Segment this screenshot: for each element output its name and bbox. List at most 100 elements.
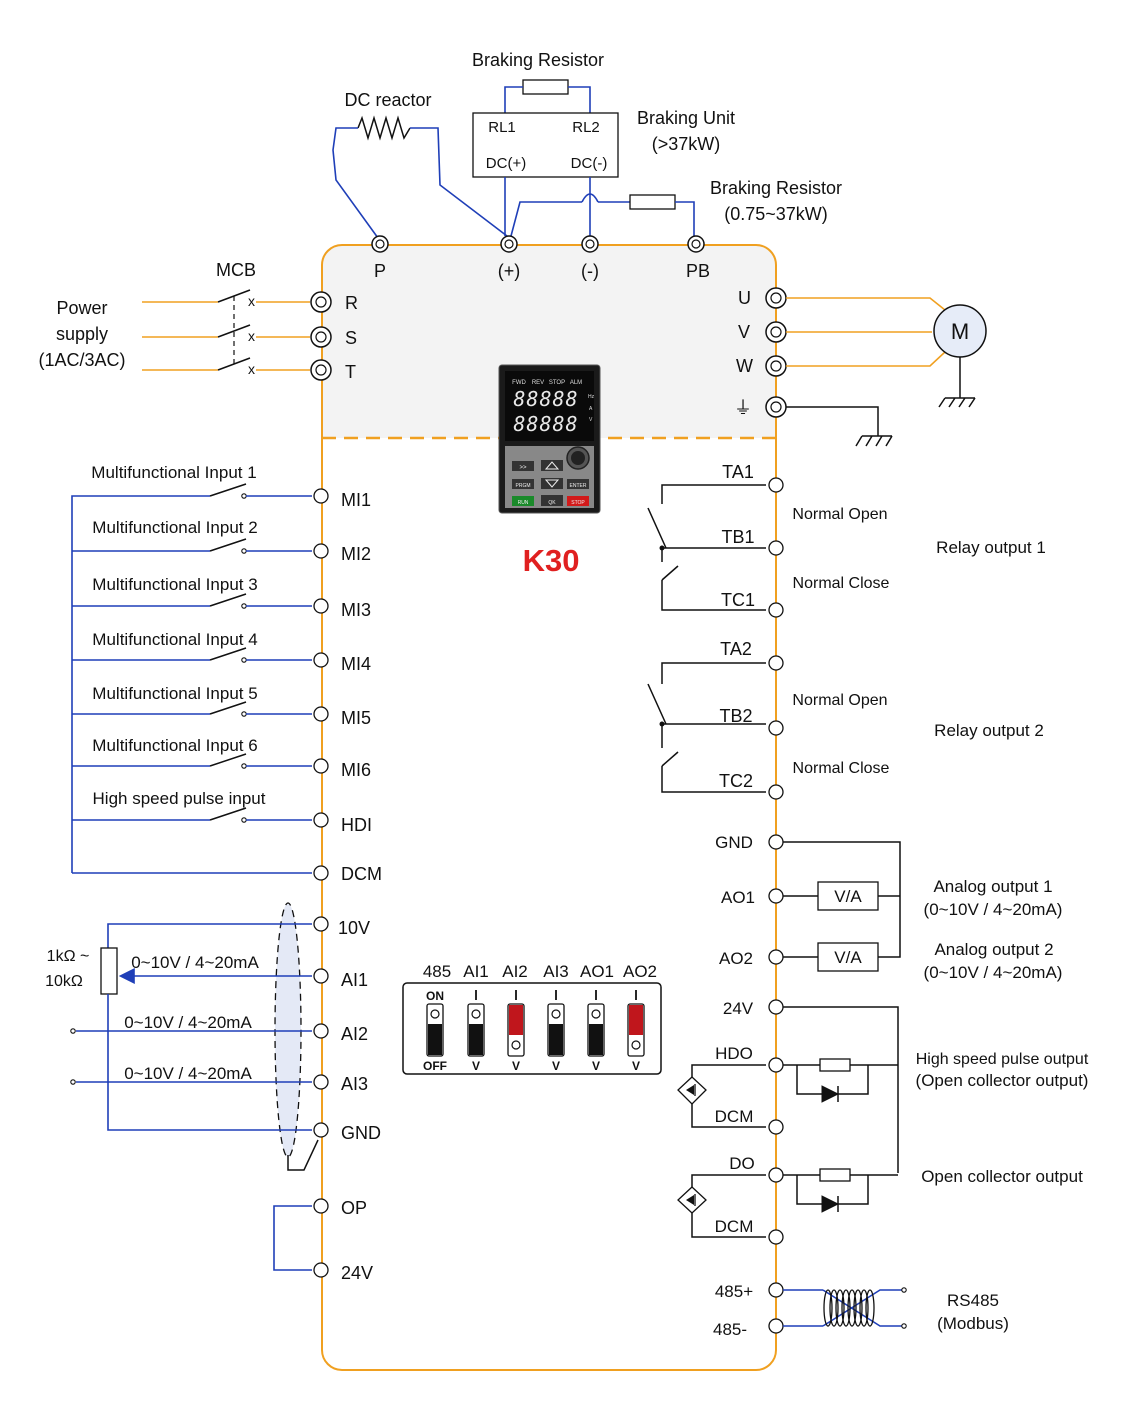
ao2-range: (0~10V / 4~20mA) <box>924 963 1063 982</box>
dip-switch-ai3[interactable] <box>547 1003 565 1057</box>
led-stop: STOP <box>549 380 565 386</box>
relay2-nc-label: Normal Close <box>793 760 890 777</box>
terminal-p <box>371 235 389 253</box>
keypad: FWD REV STOP ALM 88888 88888 Hz A V >> P… <box>498 364 601 578</box>
braking-unit-box <box>472 112 619 178</box>
mi1-label: MI1 <box>341 490 371 510</box>
mcb-label: MCB <box>216 260 256 280</box>
ai1-range: 0~10V / 4~20mA <box>131 953 259 972</box>
display-top: 88888 <box>513 387 578 411</box>
led-alm: ALM <box>570 380 582 386</box>
terminal-u <box>765 287 787 309</box>
svg-text:AO1: AO1 <box>580 962 614 981</box>
ao1-desc: Analog output 1 <box>933 877 1052 896</box>
svg-text:>>: >> <box>519 465 527 471</box>
dc-reactor-symbol <box>357 115 411 141</box>
mi1-desc: Multifunctional Input 1 <box>91 463 256 482</box>
hdo-label: HDO <box>715 1044 753 1063</box>
relay2-label: Relay output 2 <box>934 721 1044 740</box>
svg-text:V/A: V/A <box>834 948 862 967</box>
svg-text:QK: QK <box>548 500 556 506</box>
power-supply-line2: supply <box>56 324 108 344</box>
mi2-label: MI2 <box>341 544 371 564</box>
svg-text:485: 485 <box>423 962 451 981</box>
ta1-label: TA1 <box>722 462 754 482</box>
hdo-desc-1: High speed pulse output <box>916 1051 1089 1068</box>
svg-text:Hz: Hz <box>588 394 595 400</box>
ta2-label: TA2 <box>720 639 752 659</box>
stop-button[interactable] <box>567 496 589 506</box>
do-label: DO <box>729 1154 755 1173</box>
mi3-label: MI3 <box>341 600 371 620</box>
terminal-pb <box>687 235 705 253</box>
24v-right-label: 24V <box>723 999 754 1018</box>
relay-outputs: TA1 TB1 TC1 Normal Open Normal Close Rel… <box>647 462 1046 800</box>
terminal-dc-minus <box>581 235 599 253</box>
svg-text:A: A <box>589 406 593 412</box>
ai3-label: AI3 <box>341 1074 368 1094</box>
dip-switch-panel: 485 AI1 AI2 AI3 AO1 AO2 ON OFF V V V V V <box>402 962 662 1075</box>
dip-switch-ai2[interactable] <box>507 1003 525 1057</box>
twisted-pair-coils <box>823 1289 875 1327</box>
braking-unit-label: Braking Unit <box>637 108 735 128</box>
relay1-label: Relay output 1 <box>936 538 1046 557</box>
rs485-comm: 485+ 485- RS485 (Modbus) <box>713 1282 1009 1339</box>
qk-button[interactable] <box>541 495 563 506</box>
enter-button[interactable] <box>567 479 589 489</box>
terminal-r-label: R <box>345 293 358 313</box>
up-arrow-icon <box>544 461 560 470</box>
shift-button[interactable] <box>512 461 534 471</box>
tc1-label: TC1 <box>721 590 755 610</box>
terminal-t-label: T <box>345 362 356 382</box>
down-button[interactable] <box>541 478 563 489</box>
485-plus-label: 485+ <box>715 1282 753 1301</box>
terminal-dc-minus-label: (-) <box>581 261 599 281</box>
modbus-label: (Modbus) <box>937 1314 1009 1333</box>
potentiometer-symbol <box>100 947 118 995</box>
prgm-button[interactable] <box>512 479 534 489</box>
svg-text:AO2: AO2 <box>623 962 657 981</box>
pot-range-1: 1kΩ ~ <box>47 948 90 965</box>
tc2-label: TC2 <box>719 771 753 791</box>
svg-text:V: V <box>592 1059 600 1073</box>
svg-text:x: x <box>248 328 255 344</box>
dcm-label: DCM <box>341 864 382 884</box>
mcb-x: x <box>248 293 255 309</box>
relay1-nc-label: Normal Close <box>793 575 890 592</box>
dc-minus-label: DC(-) <box>571 155 608 172</box>
tb1-label: TB1 <box>721 527 754 547</box>
drive-body <box>321 244 777 1371</box>
svg-text:STOP: STOP <box>571 500 585 506</box>
svg-text:AI2: AI2 <box>502 962 528 981</box>
dip-switch-ao2[interactable] <box>627 1003 645 1057</box>
mi6-label: MI6 <box>341 760 371 780</box>
dcm-right-1-label: DCM <box>715 1107 754 1126</box>
mi6-desc: Multifunctional Input 6 <box>92 736 257 755</box>
svg-text:OFF: OFF <box>423 1059 447 1073</box>
terminal-pb-label: PB <box>686 261 710 281</box>
terminal-t <box>310 359 332 381</box>
braking-resistor-side-symbol <box>629 194 676 210</box>
model-label: K30 <box>523 543 580 578</box>
svg-text:PRGM: PRGM <box>516 483 531 489</box>
rs485-label: RS485 <box>947 1291 999 1310</box>
mi5-label: MI5 <box>341 708 371 728</box>
ground-symbol: ⏚ <box>734 398 752 418</box>
power-supply-line3: (1AC/3AC) <box>38 350 125 370</box>
svg-text:V/A: V/A <box>834 887 862 906</box>
terminal-s-label: S <box>345 328 357 348</box>
svg-text:V: V <box>472 1059 480 1073</box>
terminal-w <box>765 355 787 377</box>
dip-switch-485[interactable] <box>426 1003 444 1057</box>
mi4-desc: Multifunctional Input 4 <box>92 630 257 649</box>
svg-text:ENTER: ENTER <box>570 483 587 489</box>
dip-switch-ao1[interactable] <box>587 1003 605 1057</box>
do-desc: Open collector output <box>921 1167 1083 1186</box>
hdo-desc-2: (Open collector output) <box>916 1071 1089 1090</box>
dc-reactor-label: DC reactor <box>344 90 431 110</box>
up-button[interactable] <box>541 460 563 471</box>
relay1-no-label: Normal Open <box>792 506 887 523</box>
svg-text:V: V <box>552 1059 560 1073</box>
dip-switch-ai1[interactable] <box>467 1003 485 1057</box>
run-button[interactable] <box>512 496 534 506</box>
